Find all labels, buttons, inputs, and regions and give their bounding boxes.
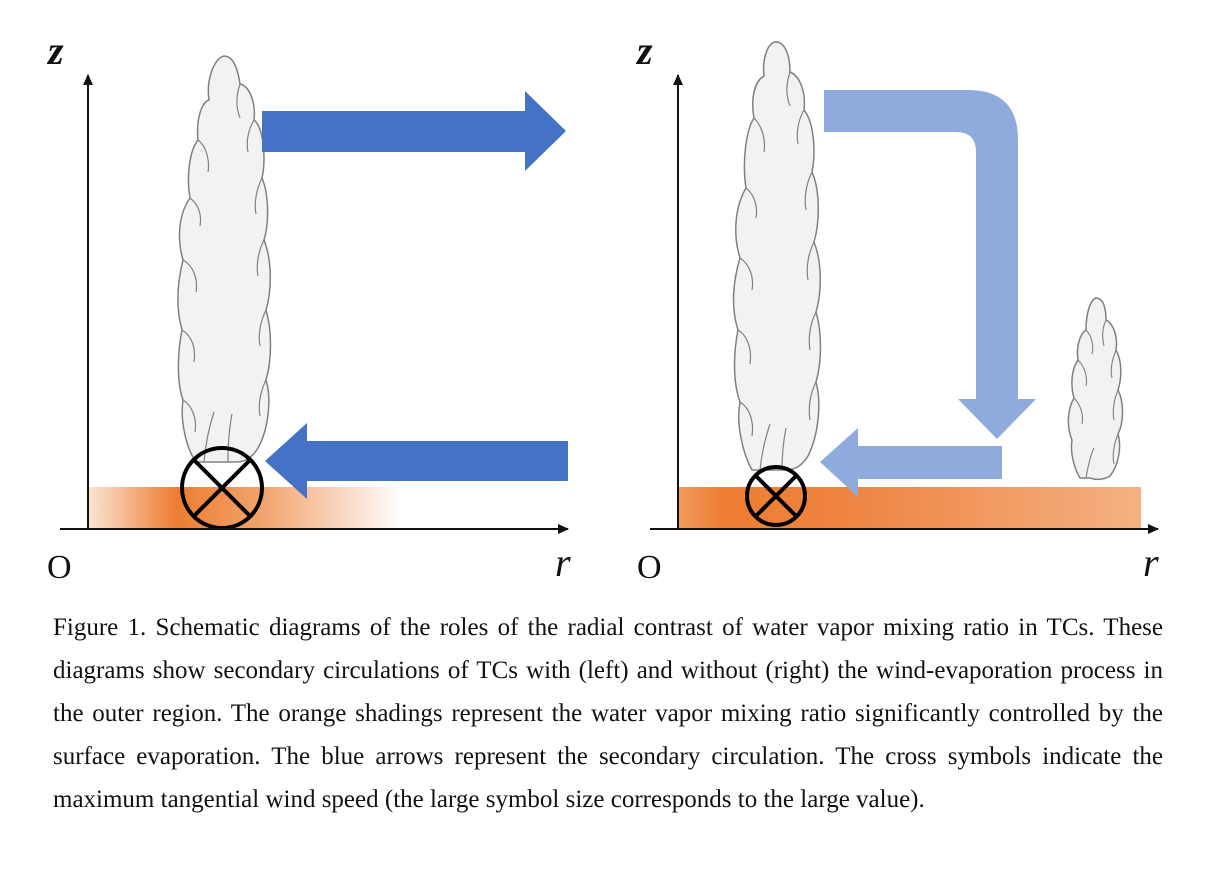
left-upper-outflow-arrow bbox=[262, 91, 566, 171]
left-panel: z r O bbox=[46, 28, 571, 586]
right-tall-cloud bbox=[732, 41, 822, 471]
left-z-axis-label: z bbox=[46, 28, 64, 73]
right-lower-inflow-arrow bbox=[820, 428, 1002, 497]
right-upper-outflow-bent-arrow bbox=[824, 90, 1036, 439]
right-origin-label: O bbox=[637, 549, 662, 586]
right-max-wind-cross-symbol bbox=[745, 465, 807, 527]
right-panel: z r O bbox=[635, 28, 1159, 586]
left-tall-cloud bbox=[177, 55, 272, 463]
right-evaporation-shading bbox=[678, 487, 1141, 529]
right-z-axis-label: z bbox=[635, 28, 653, 73]
left-origin-label: O bbox=[47, 549, 72, 586]
left-lower-inflow-arrow bbox=[265, 423, 568, 499]
schematic-figure: z r O z r O bbox=[46, 28, 1159, 586]
right-r-axis-label: r bbox=[1143, 540, 1159, 585]
left-r-axis-label: r bbox=[555, 540, 571, 585]
figure-caption: Figure 1. Schematic diagrams of the role… bbox=[53, 614, 1163, 813]
right-small-cloud bbox=[1067, 297, 1124, 481]
